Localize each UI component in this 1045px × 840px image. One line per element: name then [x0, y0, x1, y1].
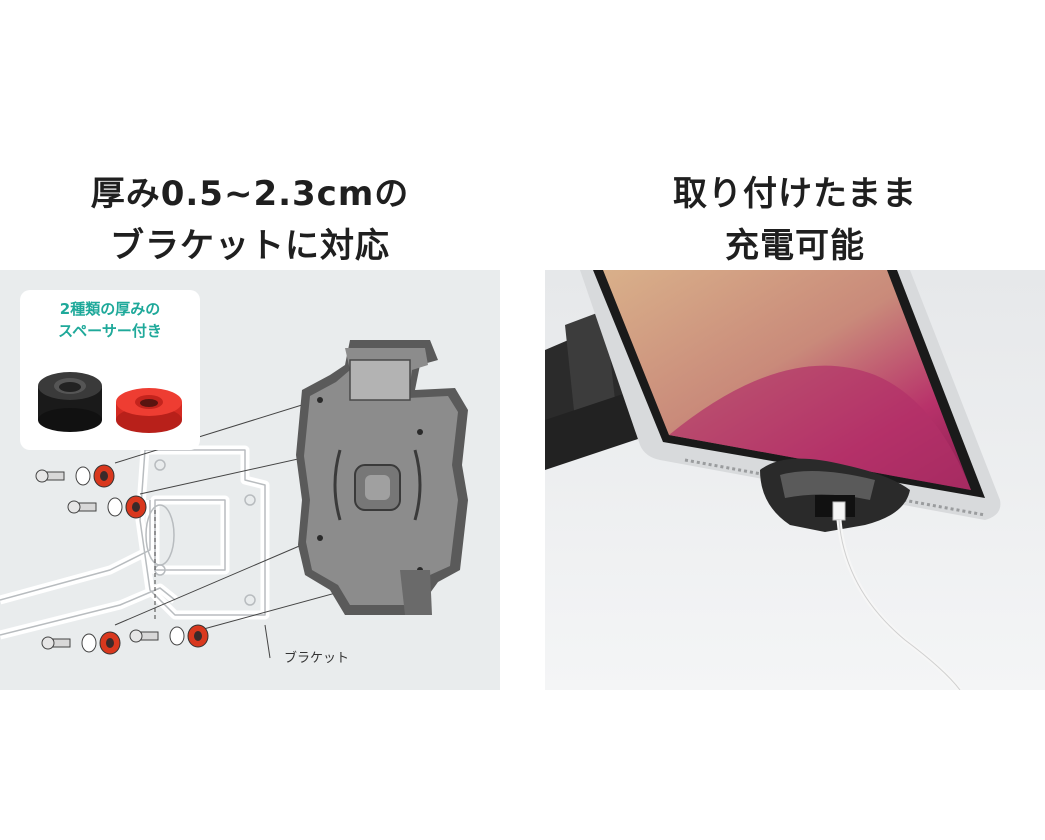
black-spacer — [38, 372, 102, 432]
spacer-caption: 2種類の厚みの スペーサー付き — [20, 298, 200, 342]
spacer-info-card: 2種類の厚みの スペーサー付き — [20, 290, 200, 450]
right-heading-line-2: 充電可能 — [725, 226, 865, 266]
red-spacer — [116, 388, 182, 433]
joint-block — [150, 495, 230, 575]
tablet-charging-illustration — [545, 270, 1045, 690]
mount-plate — [296, 340, 468, 615]
spacer-caption-line-1: 2種類の厚みの — [59, 300, 161, 318]
charging-cable — [832, 501, 962, 690]
bracket-label: ブラケット — [284, 651, 350, 666]
spacer-caption-line-2: スペーサー付き — [58, 322, 162, 340]
screw-set-1 — [35, 464, 115, 488]
left-heading: 厚み0.5~2.3cmの ブラケットに対応 — [0, 168, 500, 272]
left-heading-line-1: 厚み0.5~2.3cmの — [90, 174, 410, 214]
right-heading-line-1: 取り付けたまま — [673, 174, 917, 214]
left-heading-line-2: ブラケットに対応 — [110, 226, 390, 266]
bracket-mounting-diagram: 2種類の厚みの スペーサー付き ブラケット — [0, 270, 500, 690]
screw-set-3 — [41, 631, 121, 655]
spacers-illustration — [38, 372, 182, 433]
mounting-illustration — [0, 340, 468, 659]
screw-set-2 — [67, 495, 147, 519]
charging-photo — [545, 270, 1045, 690]
right-heading: 取り付けたまま 充電可能 — [545, 168, 1045, 272]
screw-set-4 — [129, 624, 209, 648]
bottom-holder — [760, 458, 910, 532]
arm-outline — [0, 500, 155, 605]
